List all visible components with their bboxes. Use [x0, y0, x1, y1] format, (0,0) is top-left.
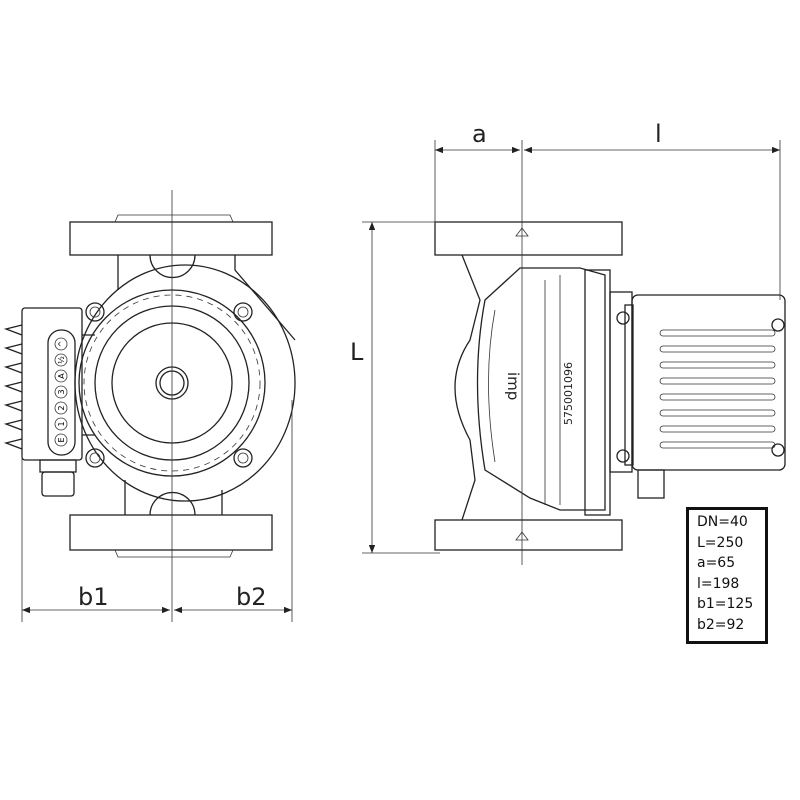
bolt-holes	[85, 302, 253, 468]
panel-symbol: 3	[57, 389, 66, 394]
spec-line: b1=125	[697, 596, 754, 612]
dim-label-b2: b2	[236, 583, 267, 611]
cooling-fin	[3, 324, 23, 336]
spec-line: DN=40	[697, 514, 748, 530]
control-box: E 1 2 3 A ½ ^	[3, 307, 95, 497]
side-cooling-fin	[659, 425, 776, 433]
cooling-fin	[3, 438, 23, 450]
front-view: E 1 2 3 A ½ ^	[3, 214, 296, 558]
cooling-fin	[3, 362, 23, 374]
panel-button	[54, 385, 68, 399]
side-cable-gland	[637, 469, 665, 499]
side-cooling-fin	[659, 409, 776, 417]
dim-label-a: a	[472, 120, 487, 148]
top-flange	[69, 221, 273, 256]
side-cooling-fin	[659, 345, 776, 353]
dim-label-l: l	[655, 120, 662, 148]
side-cooling-fin	[659, 361, 776, 369]
panel-button	[54, 353, 68, 367]
spec-line: l=198	[697, 575, 740, 592]
side-top-flange	[434, 221, 623, 256]
panel-button	[54, 417, 68, 431]
side-view: imp 575001096	[434, 221, 786, 551]
spec-line: a=65	[697, 555, 736, 571]
panel-button	[54, 369, 68, 383]
panel-button	[54, 401, 68, 415]
side-cooling-fin	[659, 377, 776, 385]
panel-symbol: ½	[57, 356, 66, 364]
bottom-flange	[69, 514, 273, 551]
spec-line: L=250	[697, 534, 744, 551]
panel-symbol: 2	[57, 405, 66, 410]
cooling-fin	[3, 381, 23, 393]
cooling-fin	[3, 419, 23, 431]
front-dimensions: b1 b2	[21, 190, 293, 622]
serial-number: 575001096	[562, 362, 575, 425]
side-cooling-fin	[659, 329, 776, 337]
spec-line: b2=92	[697, 616, 745, 633]
panel-symbol: ^	[57, 341, 66, 348]
side-cooling-fin	[659, 441, 776, 449]
brand-logo: imp	[504, 372, 522, 400]
panel-symbol: E	[57, 437, 66, 442]
panel-button	[54, 337, 68, 351]
cooling-fin	[3, 343, 23, 355]
side-bottom-flange	[434, 519, 623, 551]
side-cooling-fin	[659, 393, 776, 401]
volute	[74, 264, 296, 502]
dim-label-b1: b1	[78, 583, 109, 611]
panel-symbol: 1	[57, 421, 66, 426]
motor-housing	[631, 294, 786, 471]
panel-symbol: A	[57, 373, 66, 379]
cable-gland	[41, 471, 75, 497]
side-dimensions: a l L	[350, 120, 781, 565]
cooling-fin	[3, 400, 23, 412]
panel-button	[54, 433, 68, 447]
dim-label-L: L	[350, 338, 364, 366]
